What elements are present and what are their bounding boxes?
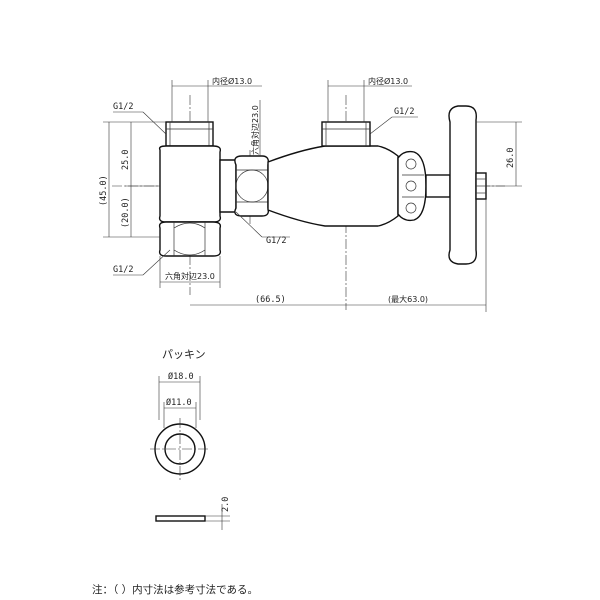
dimension-label: (45.0) bbox=[99, 175, 109, 206]
packing-thickness-label: 2.0 bbox=[221, 497, 231, 512]
packing-title: パッキン bbox=[162, 348, 206, 361]
thread-label: G1/2 bbox=[266, 236, 286, 246]
dimensions bbox=[103, 80, 522, 312]
thread-label: G1/2 bbox=[113, 102, 133, 112]
hex-size-label: 六角対辺23.0 bbox=[165, 271, 215, 281]
thread-label: G1/2 bbox=[394, 107, 414, 117]
valve-body bbox=[112, 95, 505, 310]
dimension-label: 26.0 bbox=[506, 148, 516, 168]
packing-od-label: Ø18.0 bbox=[168, 371, 194, 382]
packing-detail bbox=[150, 376, 230, 530]
dimension-label: 25.0 bbox=[121, 150, 131, 170]
note-text: 注：（ ）内寸法は参考寸法である。 bbox=[92, 583, 258, 596]
dimension-label: (20.0) bbox=[121, 197, 131, 228]
inner-diameter-label: 内径Ø13.0 bbox=[212, 76, 252, 86]
dimension-label: (最大63.0) bbox=[388, 294, 428, 304]
packing-id-label: Ø11.0 bbox=[166, 397, 192, 408]
hex-size-label: 六角対辺23.0 bbox=[250, 105, 260, 155]
thread-label: G1/2 bbox=[113, 265, 133, 275]
inner-diameter-label: 内径Ø13.0 bbox=[368, 76, 408, 86]
dimension-label: (66.5) bbox=[255, 295, 286, 305]
